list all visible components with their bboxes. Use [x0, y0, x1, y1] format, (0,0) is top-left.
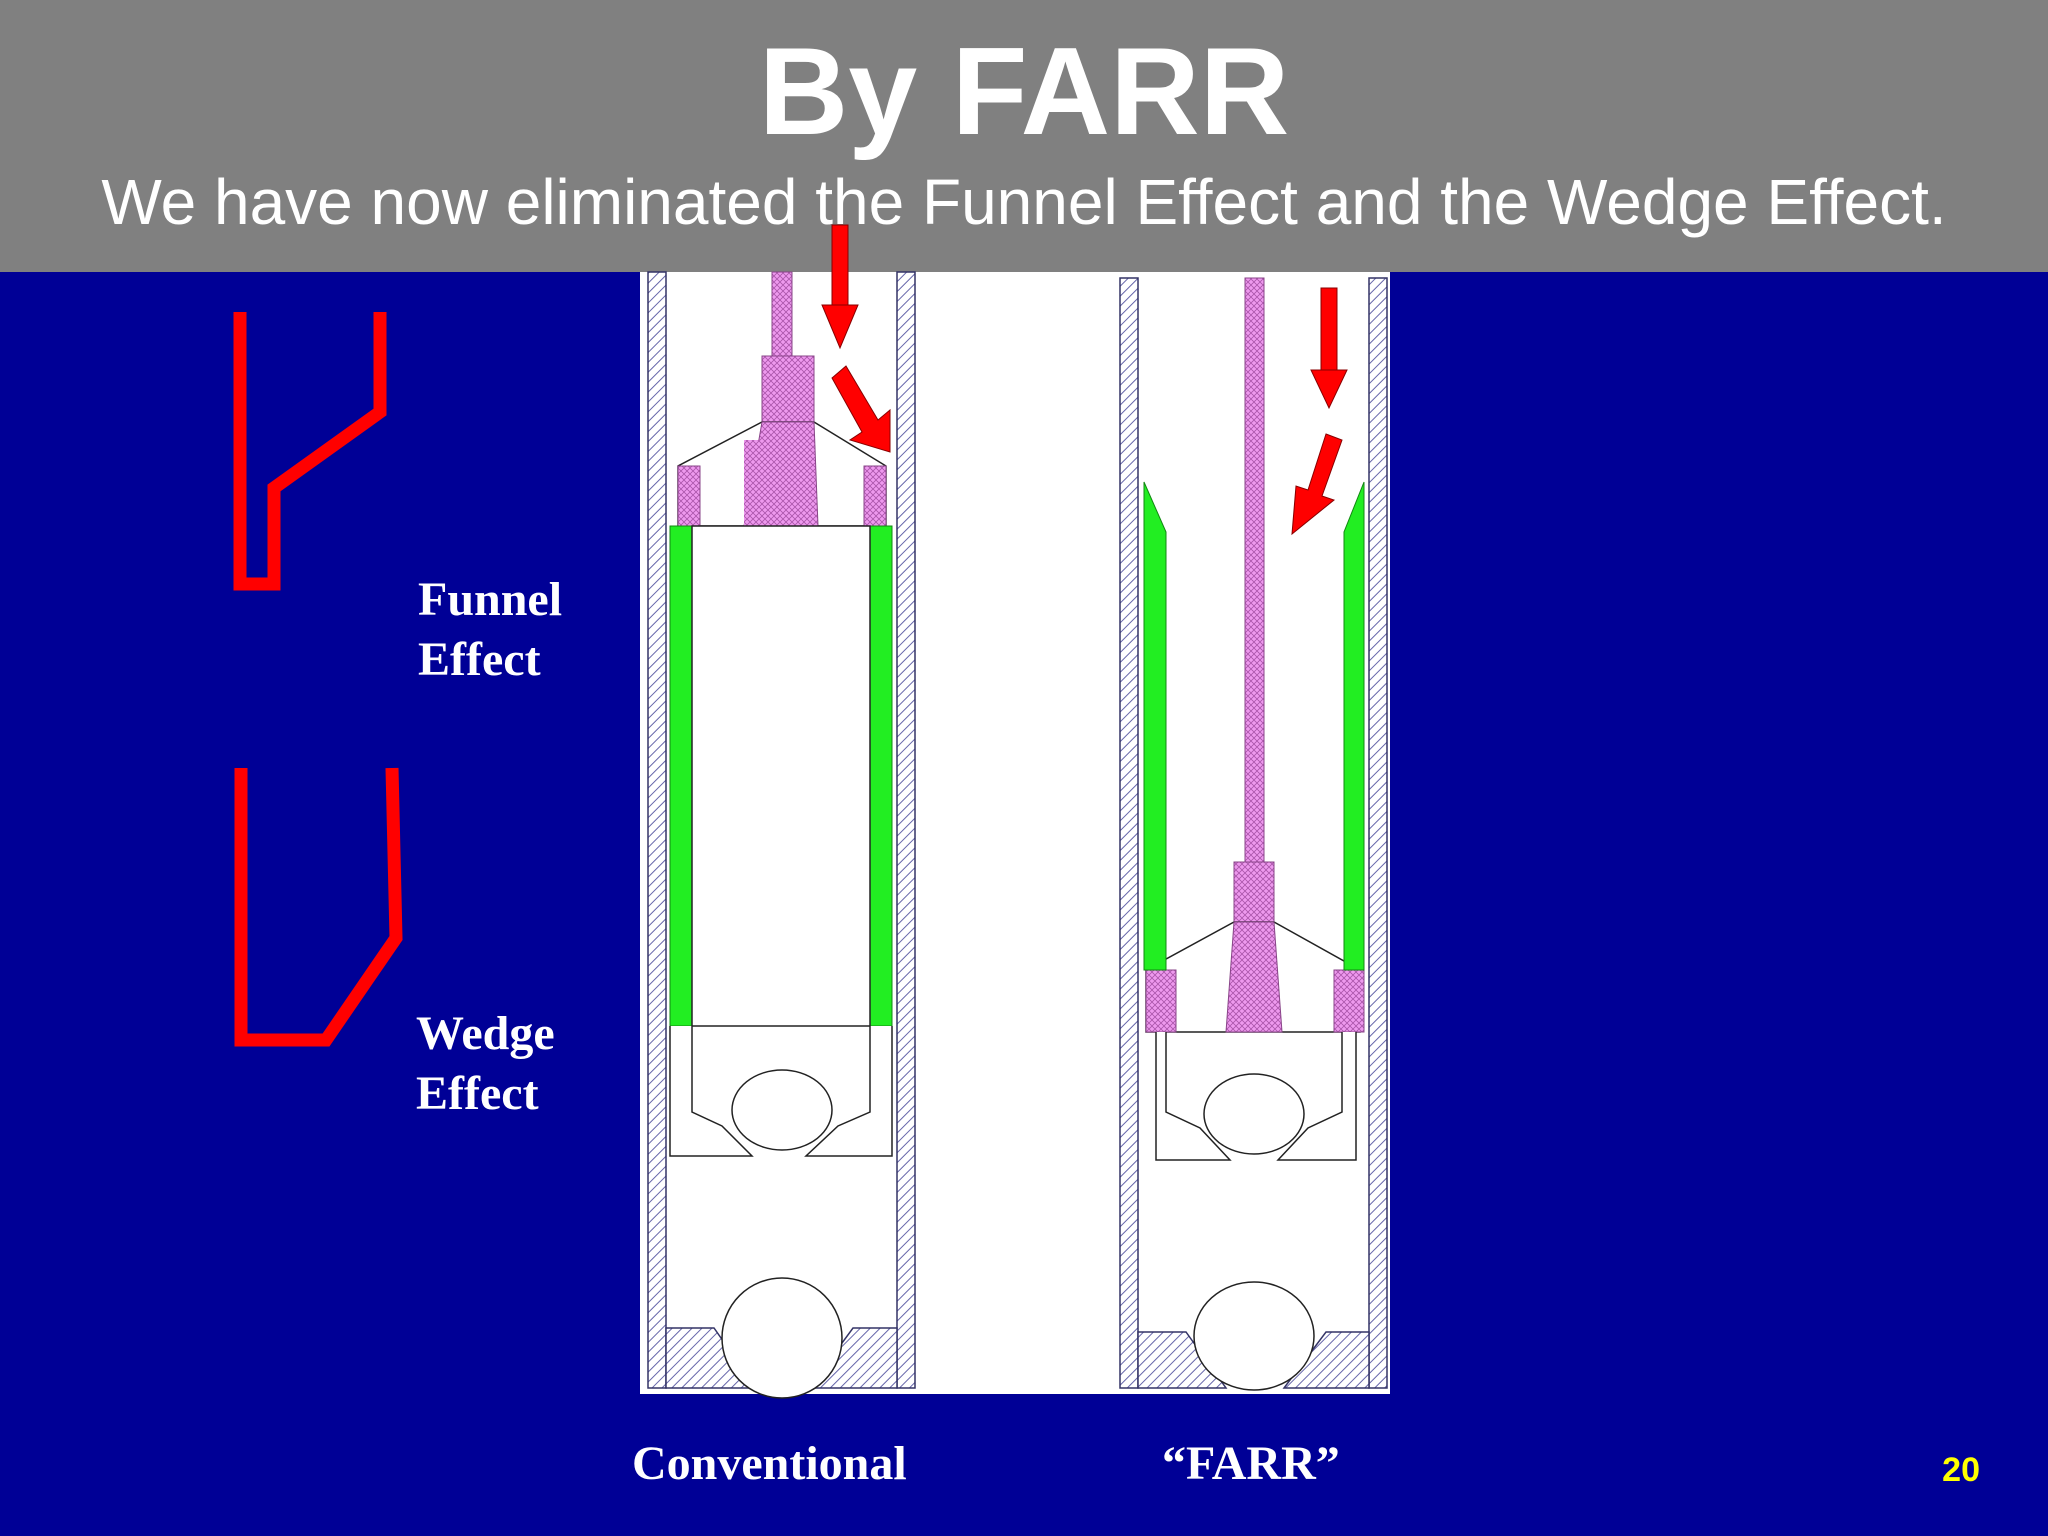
- conventional-standing-ball: [721, 1277, 843, 1399]
- down-arrow-icon: [1291, 433, 1343, 536]
- farr-seat-left: [1137, 1331, 1228, 1389]
- conventional-seal-left: [669, 525, 693, 1027]
- funnel-effect-label: Funnel Effect: [418, 570, 562, 690]
- conventional-seal-right: [869, 525, 893, 1027]
- wedge-effect-line1: Wedge: [416, 1007, 555, 1060]
- funnel-shape-icon: [233, 312, 387, 591]
- conventional-barrel-left-wall: [647, 271, 667, 1389]
- conventional-caption: Conventional: [632, 1437, 907, 1490]
- farr-plunger-ring-right: [1333, 969, 1365, 1033]
- conventional-pull-tube: [771, 271, 793, 357]
- farr-plunger-center: [1225, 921, 1283, 1033]
- farr-seal-left: [1143, 481, 1167, 971]
- conventional-barrel-right-wall: [896, 271, 916, 1389]
- conventional-plunger-body: [691, 525, 871, 1027]
- farr-standing-ball: [1193, 1281, 1315, 1391]
- farr-seal-right: [1343, 481, 1365, 971]
- conventional-cage-outline: [804, 1026, 893, 1157]
- farr-seat-right: [1282, 1331, 1370, 1389]
- conventional-plunger-cap: [761, 355, 815, 423]
- conventional-plunger-ring-right: [863, 465, 887, 527]
- farr-plunger-ring-left: [1145, 969, 1177, 1033]
- funnel-effect-line1: Funnel: [418, 573, 563, 626]
- farr-traveling-ball: [1203, 1073, 1305, 1155]
- down-arrow-icon: [1310, 287, 1348, 410]
- conventional-traveling-ball: [731, 1069, 833, 1151]
- page-number: 20: [1942, 1451, 1980, 1489]
- farr-cage-outline: [1276, 1032, 1357, 1161]
- wedge-shape-icon: [234, 767, 403, 1047]
- farr-pull-rod: [1244, 277, 1265, 863]
- farr-plunger-cap: [1233, 861, 1275, 923]
- farr-caption: “FARR”: [1162, 1437, 1340, 1490]
- conventional-plunger-ring-left: [677, 465, 701, 527]
- slide-title: By FARR: [758, 23, 1290, 161]
- funnel-effect-line2: Effect: [418, 633, 541, 686]
- down-arrow-icon: [821, 224, 859, 350]
- slide-subtitle: We have now eliminated the Funnel Effect…: [101, 166, 1947, 238]
- farr-barrel-left-wall: [1119, 277, 1139, 1389]
- conventional-cage-outline: [669, 1026, 754, 1157]
- wedge-effect-label: Wedge Effect: [416, 1004, 555, 1124]
- conventional-plunger-stripe: [744, 440, 762, 526]
- conventional-pump: [647, 224, 916, 1399]
- header-band: [0, 0, 2048, 272]
- farr-pump: [1119, 277, 1388, 1391]
- down-arrow-icon: [831, 365, 891, 453]
- farr-barrel-right-wall: [1368, 277, 1388, 1389]
- wedge-effect-line2: Effect: [416, 1067, 539, 1120]
- farr-cage-outline: [1155, 1032, 1232, 1161]
